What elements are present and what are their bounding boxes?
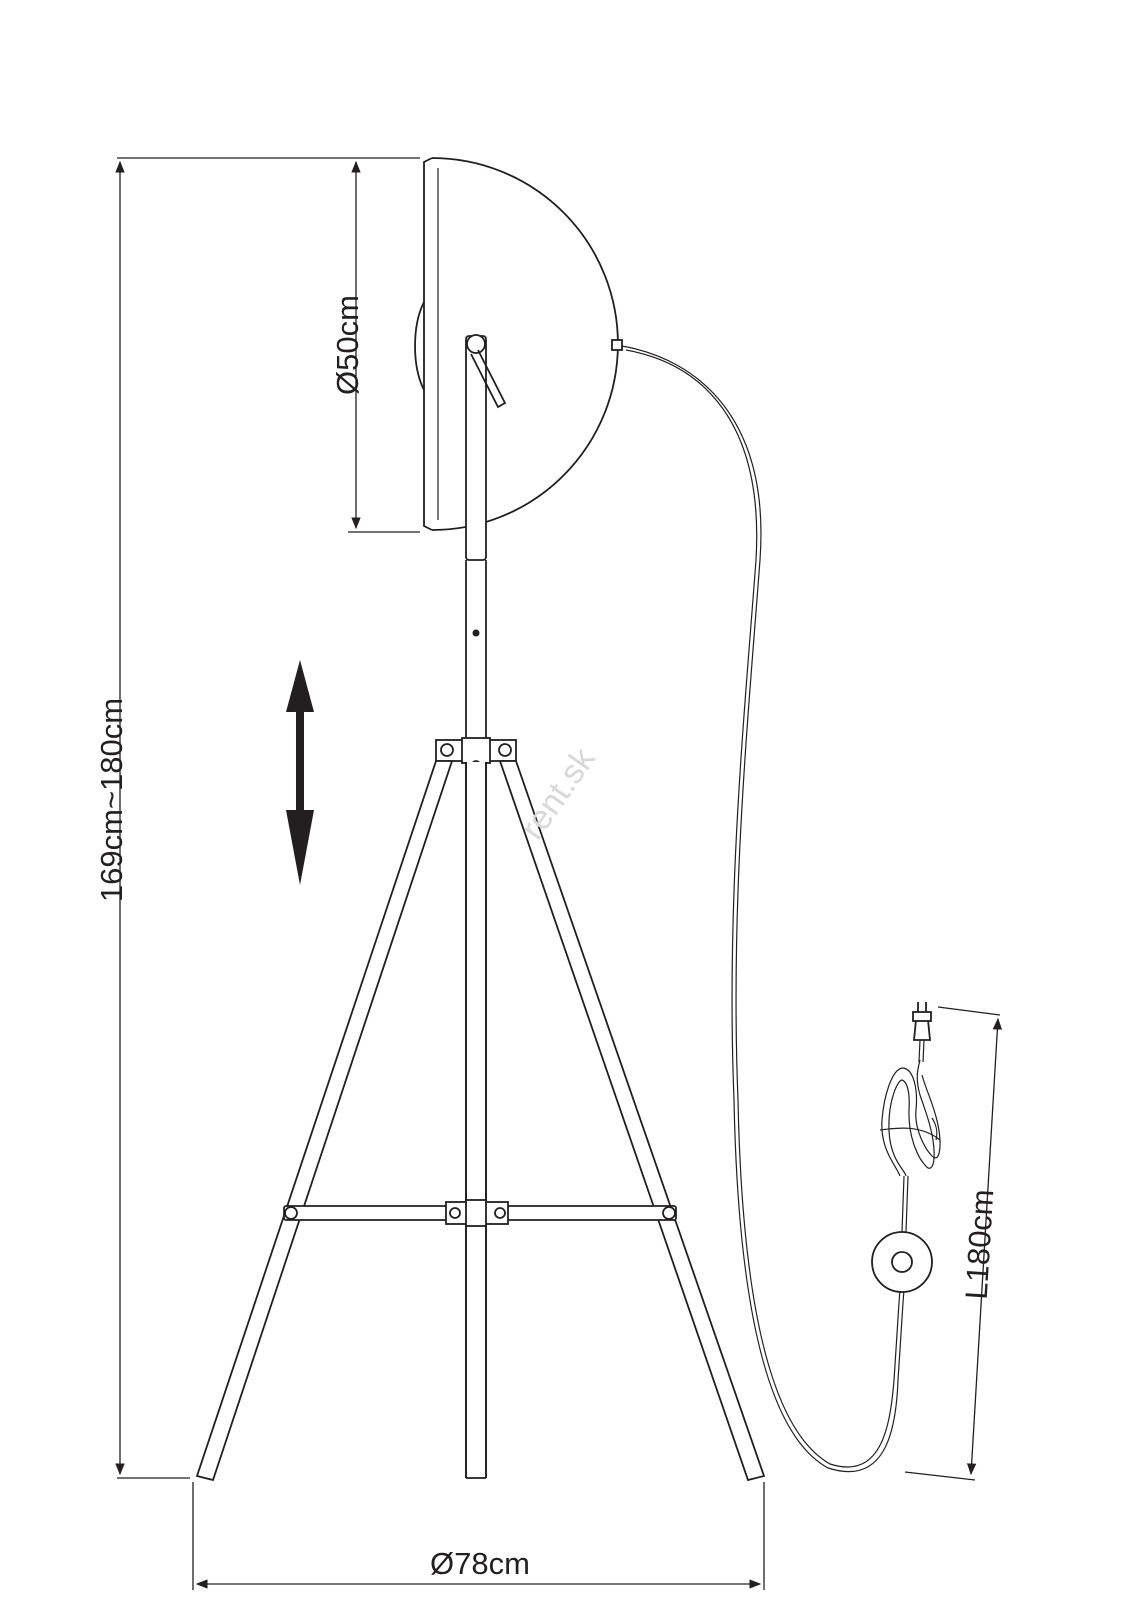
cable-tie-end	[931, 1117, 938, 1141]
upper-pole	[465, 335, 487, 561]
coiled-cable	[879, 1039, 941, 1177]
base-diameter-label: Ø78cm	[430, 1546, 530, 1581]
tilt-lever	[470, 349, 507, 409]
brace-bolt-right	[662, 1206, 676, 1220]
overall-height-dimension: 169cm~180cm	[94, 157, 420, 1479]
power-cable	[621, 345, 905, 1473]
bracket-bolt-right	[498, 743, 512, 757]
cable-bottom-extension-line	[904, 1471, 976, 1481]
bracket-bolt-left	[440, 743, 454, 757]
lamp-shade	[414, 157, 623, 531]
cable-tie	[879, 1127, 941, 1141]
shade-diameter-dimension: Ø50cm	[330, 160, 420, 533]
foot-switch-icon	[871, 1175, 933, 1293]
center-bolt-right	[494, 1207, 506, 1219]
center-collar	[465, 1199, 487, 1227]
center-bolt-left	[449, 1207, 461, 1219]
cable-top-extension-line	[937, 1006, 1001, 1016]
tripod-leg-left	[195, 760, 454, 1482]
tripod-leg-right	[498, 760, 766, 1482]
plug-icon	[912, 1002, 932, 1041]
shade-rim	[423, 157, 433, 531]
cable-length-dimension: L180cm	[904, 1006, 1003, 1481]
pole-pin-upper	[472, 629, 480, 637]
base-diameter-dimension: Ø78cm	[192, 1482, 765, 1590]
overall-height-label: 169cm~180cm	[94, 698, 129, 902]
cable-entry	[611, 339, 623, 351]
cable-main-outline	[625, 349, 905, 1473]
bracket-collar	[461, 737, 491, 764]
cable-coil-loop-b	[881, 1067, 941, 1177]
shade-rear-cap	[414, 301, 425, 391]
plug-cord	[918, 1039, 921, 1063]
tripod	[195, 737, 766, 1482]
shade-diameter-label: Ø50cm	[330, 295, 365, 395]
plug-cord-outline	[922, 1039, 925, 1063]
cable-dimension-line	[966, 1017, 1003, 1476]
shade-dome	[431, 157, 619, 531]
brace-bolt-left	[284, 1206, 298, 1220]
double-arrow-vertical-icon	[286, 660, 314, 885]
pole-knob	[466, 334, 486, 354]
cable-length-label: L180cm	[959, 1188, 1001, 1300]
cable-coil-loop-a	[888, 1059, 935, 1177]
cable-main	[621, 345, 901, 1468]
